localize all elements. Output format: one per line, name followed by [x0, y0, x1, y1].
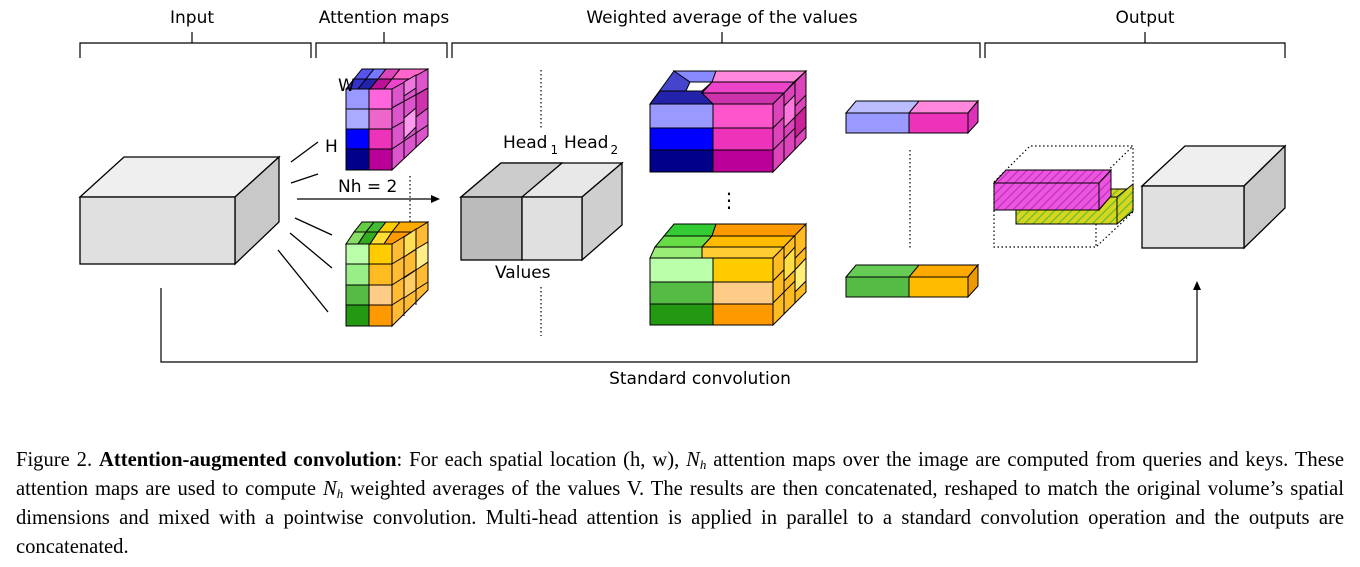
input-volume [78, 155, 281, 266]
section-label-attention-maps: Attention maps [319, 8, 450, 28]
bracket-output [984, 32, 1286, 58]
section-label-output: Output [1115, 8, 1174, 28]
attention-augmented-convolution-diagram: Input Attention maps Weighted average of… [78, 8, 1287, 389]
figure-caption: Figure 2. Attention-augmented convolutio… [16, 446, 1344, 562]
output-volume [1140, 144, 1287, 250]
vdots-weighted: ⋮ [719, 188, 739, 212]
attention-map-head1-cube [344, 68, 430, 172]
bracket-input [79, 32, 312, 58]
head1-vector [844, 99, 980, 135]
caption-title: Attention-augmented convolution [99, 449, 397, 471]
attention-map-head2-cube [345, 221, 430, 328]
bracket-weighted-average [451, 32, 981, 58]
output-concat-volume [992, 145, 1135, 248]
label-nh: Nh = 2 [338, 177, 397, 197]
label-w: W [338, 76, 355, 96]
section-headers: Input Attention maps Weighted average of… [170, 8, 1175, 28]
head2-vector [844, 263, 980, 299]
fan-lines [277, 141, 333, 313]
caption-part1: : For each spatial location (h, w), [396, 449, 687, 471]
label-standard-convolution: Standard convolution [609, 369, 791, 389]
caption-part2: attention maps over the image are comput… [16, 449, 1344, 500]
arrow-to-values [297, 195, 440, 203]
bracket-attention-maps [315, 32, 448, 58]
caption-nh-symbol: Nh [686, 449, 707, 472]
section-brackets [79, 32, 1286, 58]
standard-convolution-path [160, 281, 1201, 363]
caption-figure-label: Figure 2. [16, 449, 93, 471]
weighted-average-head2-volume [649, 222, 808, 327]
caption-part3: weighted averages of the values V. The r… [16, 478, 1344, 558]
section-label-input: Input [170, 8, 214, 28]
label-values: Values [495, 263, 551, 283]
caption-nh-symbol-2: Nh [322, 478, 344, 501]
label-h: H [325, 137, 338, 157]
values-volume [459, 161, 624, 262]
section-label-weighted-average: Weighted average of the values [586, 8, 857, 28]
weighted-average-head1-volume [648, 69, 808, 174]
